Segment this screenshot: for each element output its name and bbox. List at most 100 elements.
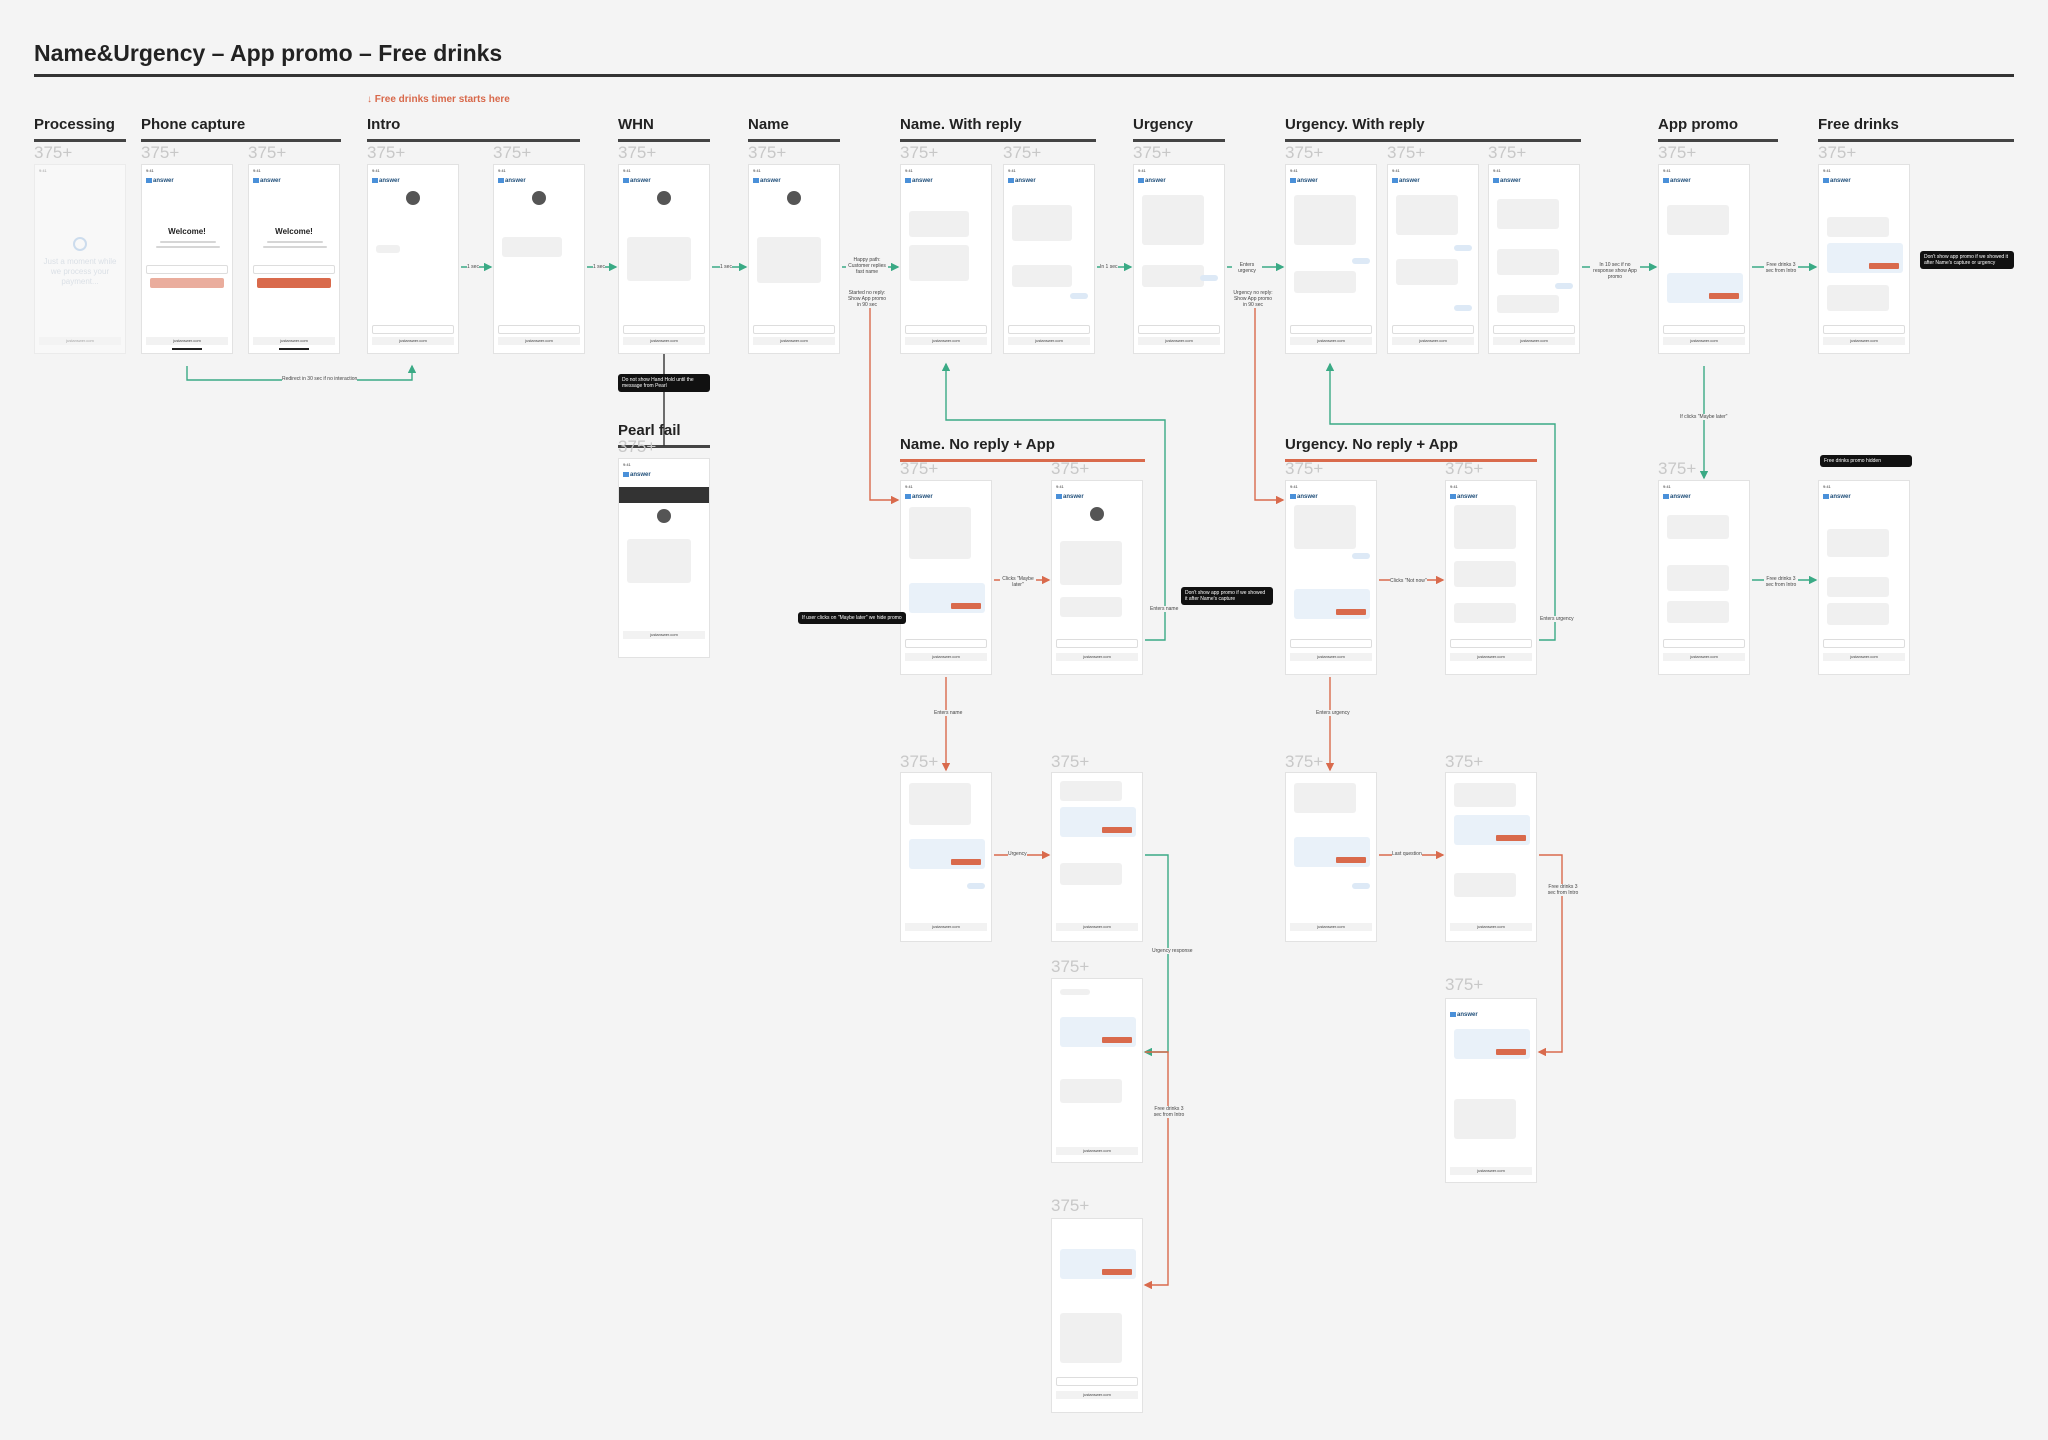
message-input[interactable]	[905, 639, 987, 648]
edge-label-enters-name: Enters name	[1150, 606, 1179, 612]
logo: answer	[753, 178, 781, 184]
section-title-app-promo: App promo	[1658, 116, 1738, 133]
size-label: 375+	[1445, 459, 1484, 478]
user-bubble	[967, 883, 985, 889]
status-time: 9:41	[1138, 168, 1146, 173]
chat-bubble	[1497, 295, 1559, 313]
section-title-urgency-no-reply-app: Urgency. No reply + App	[1285, 436, 1458, 453]
section-title-free-drinks: Free drinks	[1818, 116, 1899, 133]
size-label: 375+	[1445, 752, 1484, 771]
message-input[interactable]	[1663, 639, 1745, 648]
app-promo-card[interactable]	[909, 839, 985, 869]
app-promo-card[interactable]	[1454, 815, 1530, 845]
url-bar: justanswer.com	[253, 337, 335, 345]
app-promo-card[interactable]	[1667, 273, 1743, 303]
url-bar: justanswer.com	[753, 337, 835, 345]
message-input[interactable]	[1290, 325, 1372, 334]
section-title-phone-capture: Phone capture	[141, 116, 246, 133]
text-line	[263, 246, 327, 248]
chat-bubble	[1667, 205, 1729, 235]
edge-label-maybe-later: Clicks "Maybe later"	[1000, 576, 1036, 588]
app-promo-card[interactable]	[1294, 589, 1370, 619]
connector-name-noreply	[869, 300, 900, 505]
logo: answer	[1663, 178, 1691, 184]
message-input[interactable]	[1056, 639, 1138, 648]
url-bar: justanswer.com	[498, 337, 580, 345]
url-bar: justanswer.com	[1290, 337, 1372, 345]
phone-input[interactable]	[146, 265, 228, 274]
message-input[interactable]	[1663, 325, 1745, 334]
expert-avatar	[1090, 507, 1104, 521]
chat-bubble	[1454, 603, 1516, 623]
section-rule	[748, 139, 840, 142]
message-input[interactable]	[1450, 639, 1532, 648]
section-rule	[141, 139, 341, 142]
text-line	[267, 241, 323, 243]
section-rule	[618, 139, 710, 142]
message-input[interactable]	[905, 325, 987, 334]
status-time: 9:41	[753, 168, 761, 173]
screen-free-drinks-final: justanswer.com	[1051, 1218, 1143, 1413]
app-promo-card[interactable]	[1454, 1029, 1530, 1059]
continue-button[interactable]	[150, 278, 224, 288]
chat-bubble	[627, 237, 691, 281]
size-label: 375+	[1051, 752, 1090, 771]
message-input[interactable]	[498, 325, 580, 334]
message-input[interactable]	[1823, 325, 1905, 334]
message-input[interactable]	[1056, 1377, 1138, 1386]
message-input[interactable]	[1823, 639, 1905, 648]
status-time: 9:41	[1823, 484, 1831, 489]
phone-input[interactable]	[253, 265, 335, 274]
url-bar: justanswer.com	[1056, 1391, 1138, 1399]
app-promo-card[interactable]	[1827, 243, 1903, 273]
size-label: 375+	[34, 143, 73, 162]
message-input[interactable]	[1493, 325, 1575, 334]
logo: answer	[623, 472, 651, 478]
screen-name-with-reply-1: 9:41 answer justanswer.com	[900, 164, 992, 354]
message-input[interactable]	[753, 325, 835, 334]
status-time: 9:41	[1663, 168, 1671, 173]
app-promo-card[interactable]	[1060, 1017, 1136, 1047]
section-title-processing: Processing	[34, 116, 115, 133]
message-input[interactable]	[1392, 325, 1474, 334]
message-input[interactable]	[623, 325, 705, 334]
size-label: 375+	[1051, 957, 1090, 976]
chat-bubble	[1060, 863, 1122, 885]
edge-label-no-reply: Started no reply: Show App promo in 90 s…	[846, 290, 888, 308]
url-bar: justanswer.com	[1138, 337, 1220, 345]
connector-back-name	[941, 362, 1166, 641]
chat-bubble	[1454, 873, 1516, 897]
app-promo-card[interactable]	[909, 583, 985, 613]
continue-button[interactable]	[257, 278, 331, 288]
status-time: 9:41	[39, 168, 47, 173]
url-bar: justanswer.com	[1392, 337, 1474, 345]
page-title: Name&Urgency – App promo – Free drinks	[34, 40, 503, 66]
callout-free-drinks: Don't show app promo if we showed it aft…	[1920, 251, 2014, 269]
edge-label-enters-urgency: Enters urgency	[1232, 262, 1262, 274]
status-time: 9:41	[623, 462, 631, 467]
status-time: 9:41	[905, 484, 913, 489]
chat-bubble	[757, 237, 821, 283]
section-rule	[34, 139, 126, 142]
screen-app-promo: 9:41 answer justanswer.com	[1658, 164, 1750, 354]
chat-bubble	[1667, 601, 1729, 623]
app-promo-card[interactable]	[1294, 837, 1370, 867]
edge-label-redirect: Redirect in 30 sec if no interaction	[282, 376, 358, 382]
screen-urgency: 9:41 answer justanswer.com	[1133, 164, 1225, 354]
url-bar: justanswer.com	[1663, 337, 1745, 345]
message-input[interactable]	[372, 325, 454, 334]
url-bar: justanswer.com	[1450, 1167, 1532, 1175]
edge-label-1sec: 1 sec	[467, 264, 479, 270]
message-input[interactable]	[1138, 325, 1220, 334]
app-promo-card[interactable]	[1060, 1249, 1136, 1279]
chat-bubble	[1454, 783, 1516, 807]
status-time: 9:41	[498, 168, 506, 173]
edge-label-urgency-response: Urgency response	[1152, 948, 1193, 954]
status-time: 9:41	[372, 168, 380, 173]
screen-app-promo-dismissed: 9:41 answer justanswer.com	[1658, 480, 1750, 675]
message-input[interactable]	[1290, 639, 1372, 648]
edge-label-enters-urgency: Enters urgency	[1316, 710, 1350, 716]
message-input[interactable]	[1008, 325, 1090, 334]
app-promo-card[interactable]	[1060, 807, 1136, 837]
user-bubble	[1454, 305, 1472, 311]
